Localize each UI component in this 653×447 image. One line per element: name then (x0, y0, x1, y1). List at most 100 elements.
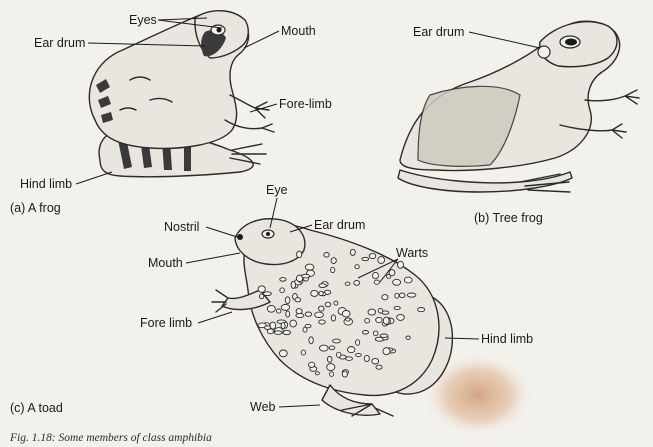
wart (319, 320, 326, 324)
wart (348, 347, 355, 353)
wart (280, 288, 285, 293)
wart (330, 372, 334, 377)
wart (342, 310, 350, 317)
wart (354, 281, 360, 286)
wart (283, 330, 290, 334)
wart (376, 365, 382, 369)
wart (394, 306, 400, 309)
label-eyes: Eyes (129, 13, 157, 27)
label-toad-fore-limb: Fore limb (140, 316, 192, 330)
wart (418, 308, 425, 312)
wart (389, 270, 395, 276)
wart (276, 309, 281, 313)
wart (311, 290, 318, 296)
wart (331, 258, 336, 264)
wart (398, 261, 404, 268)
wart (383, 317, 389, 324)
wart (291, 281, 295, 288)
caption-toad: (c) A toad (10, 401, 63, 415)
wart (350, 249, 355, 255)
wart (372, 358, 379, 364)
wart (290, 320, 297, 327)
wart (346, 357, 353, 361)
wart (382, 295, 388, 300)
wart (346, 318, 350, 321)
frog-illustration (89, 11, 274, 177)
wart (378, 309, 383, 314)
wart (383, 348, 390, 355)
wart (315, 312, 324, 317)
wart (331, 267, 335, 272)
wart (320, 345, 329, 351)
label-toad-eye: Eye (266, 183, 288, 197)
wart (331, 315, 335, 321)
wart (305, 264, 314, 270)
wart (380, 334, 388, 337)
label-nostril: Nostril (164, 220, 199, 234)
label-toad-hind-limb: Hind limb (481, 332, 533, 346)
wart (393, 279, 401, 285)
wart (319, 291, 323, 295)
label-toad-mouth: Mouth (148, 256, 183, 270)
caption-tree-frog: (b) Tree frog (474, 211, 543, 225)
wart (327, 356, 332, 362)
label-warts: Warts (396, 246, 428, 260)
wart (301, 350, 305, 355)
wart (397, 314, 405, 320)
wart (280, 278, 286, 282)
wart (404, 277, 412, 283)
wart (279, 350, 287, 357)
wart (407, 293, 416, 297)
label-fore-limb: Fore-limb (279, 97, 332, 111)
wart (303, 327, 307, 332)
label-web: Web (250, 400, 276, 414)
wart (333, 339, 341, 343)
label-tree-frog-ear-drum: Ear drum (413, 25, 464, 39)
wart (309, 337, 313, 344)
wart (319, 284, 326, 288)
label-ear-drum: Ear drum (34, 36, 85, 50)
caption-frog: (a) A frog (10, 201, 61, 215)
wart (374, 280, 379, 284)
wart (274, 331, 282, 335)
wart (281, 304, 289, 310)
wart (342, 371, 347, 377)
wart (259, 294, 263, 299)
wart (296, 313, 304, 317)
wart (324, 253, 329, 258)
wart (337, 352, 341, 357)
wart (373, 272, 379, 278)
wart (315, 372, 319, 375)
wart (356, 340, 360, 346)
wart (355, 265, 359, 269)
wart (305, 312, 311, 316)
wart (373, 331, 378, 336)
wart (369, 253, 376, 258)
wart (286, 311, 290, 317)
wart (399, 293, 405, 298)
label-toad-ear-drum: Ear drum (314, 218, 365, 232)
wart (263, 292, 271, 296)
wart (329, 346, 335, 350)
wart (295, 298, 301, 302)
wart (258, 286, 265, 293)
figure-caption: Fig. 1.18: Some members of class amphibi… (9, 432, 212, 444)
wart (365, 318, 370, 323)
wart (327, 364, 335, 371)
label-hind-limb: Hind limb (20, 177, 72, 191)
wart (395, 293, 399, 298)
wart (376, 317, 382, 322)
wart (356, 353, 362, 356)
wart (319, 306, 324, 311)
wart (267, 305, 275, 312)
wart (325, 302, 331, 307)
wart (364, 355, 369, 361)
wart (345, 282, 350, 285)
tree-frog-illustration (398, 21, 639, 192)
wart (309, 362, 315, 367)
wart (368, 309, 376, 315)
wart (297, 251, 302, 258)
wart (406, 336, 410, 339)
wart (334, 301, 338, 305)
